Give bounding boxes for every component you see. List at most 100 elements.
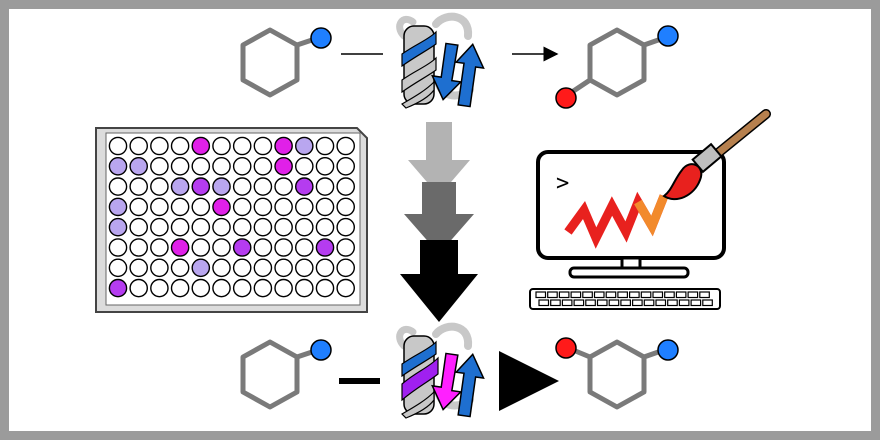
plate-well bbox=[108, 278, 128, 298]
plate-well bbox=[212, 217, 231, 237]
keyboard-key bbox=[628, 291, 640, 299]
keyboard-key bbox=[620, 299, 632, 307]
plate-well bbox=[274, 258, 293, 278]
keyboard-key bbox=[675, 291, 687, 299]
plate-well bbox=[315, 156, 335, 176]
keyboard-key bbox=[573, 299, 585, 307]
plate-well bbox=[191, 156, 211, 176]
plate-well bbox=[253, 238, 273, 257]
plate-well bbox=[150, 258, 169, 278]
product-para-icon bbox=[555, 25, 679, 109]
plate-well bbox=[253, 258, 273, 278]
keyboard-key bbox=[678, 299, 690, 307]
plate-well bbox=[232, 258, 252, 278]
plate-well bbox=[191, 258, 211, 278]
plate-well bbox=[191, 217, 211, 237]
keyboard-keys bbox=[535, 291, 713, 307]
substituent-blue-dot bbox=[310, 339, 332, 361]
keyboard-key bbox=[605, 291, 617, 299]
plate-well bbox=[232, 197, 252, 217]
keyboard-key bbox=[550, 299, 561, 307]
plate-well bbox=[191, 136, 211, 156]
plate-well bbox=[253, 197, 273, 217]
plate-well bbox=[253, 217, 273, 237]
plate-well bbox=[108, 197, 128, 217]
keyboard-key bbox=[702, 299, 713, 307]
plate-well bbox=[108, 156, 128, 176]
plate-well bbox=[108, 217, 128, 237]
plate-well bbox=[150, 278, 169, 298]
terminal-prompt: > bbox=[556, 171, 569, 196]
plate-well bbox=[212, 177, 231, 196]
plate-well bbox=[274, 136, 293, 156]
plate-well bbox=[253, 156, 273, 176]
plate-well bbox=[336, 217, 356, 237]
plate-well bbox=[253, 278, 273, 298]
keyboard-key bbox=[652, 291, 664, 299]
substituent-red-dot bbox=[555, 87, 577, 109]
well-grid bbox=[108, 136, 356, 298]
substrate-top-icon bbox=[240, 27, 332, 98]
plate-well bbox=[129, 177, 148, 196]
plate-well bbox=[294, 197, 314, 217]
keyboard-key bbox=[547, 291, 558, 299]
keyboard-key bbox=[608, 299, 620, 307]
plate-well bbox=[232, 177, 252, 196]
keyboard-key bbox=[535, 291, 547, 299]
plate-well bbox=[191, 197, 211, 217]
plate-well bbox=[315, 197, 335, 217]
plate-well bbox=[212, 258, 231, 278]
plate-well bbox=[253, 136, 273, 156]
plate-well bbox=[170, 217, 190, 237]
plate-well bbox=[336, 258, 356, 278]
plate-well bbox=[108, 136, 128, 156]
plate-well bbox=[315, 278, 335, 298]
product-meta-icon bbox=[555, 337, 679, 410]
substituent-blue-dot bbox=[657, 339, 679, 361]
keyboard-key bbox=[690, 299, 702, 307]
plate-well bbox=[170, 136, 190, 156]
plate-well bbox=[253, 177, 273, 196]
plate-well bbox=[170, 258, 190, 278]
plate-well bbox=[129, 258, 148, 278]
keyboard-key bbox=[596, 299, 608, 307]
well-plate-screen-icon bbox=[95, 127, 368, 313]
plate-well bbox=[170, 278, 190, 298]
plate-well bbox=[315, 136, 335, 156]
plate-well bbox=[274, 177, 293, 196]
keyboard-key bbox=[570, 291, 582, 299]
plate-well bbox=[336, 156, 356, 176]
plate-well bbox=[274, 238, 293, 257]
substituent-blue-dot bbox=[310, 27, 332, 49]
plate-well bbox=[129, 238, 148, 257]
plate-well bbox=[129, 136, 148, 156]
keyboard-key bbox=[667, 299, 678, 307]
substituent-blue-dot bbox=[657, 25, 679, 47]
plate-well bbox=[150, 217, 169, 237]
plate-well bbox=[212, 238, 231, 257]
plate-well bbox=[212, 278, 231, 298]
plate-well bbox=[191, 177, 211, 196]
plate-well bbox=[274, 197, 293, 217]
keyboard-key bbox=[640, 291, 652, 299]
enzyme-wildtype-icon bbox=[396, 12, 485, 109]
plate-well bbox=[294, 136, 314, 156]
arrow-dark bbox=[400, 240, 478, 322]
plate-well bbox=[336, 177, 356, 196]
plate-well bbox=[212, 197, 231, 217]
plate-well bbox=[336, 238, 356, 257]
paintbrush-icon bbox=[662, 109, 771, 201]
plate-well bbox=[129, 217, 148, 237]
plate-well bbox=[150, 197, 169, 217]
plate-well bbox=[150, 177, 169, 196]
plate-well bbox=[294, 177, 314, 196]
plate-well bbox=[274, 278, 293, 298]
plate-well bbox=[315, 258, 335, 278]
plate-well bbox=[150, 238, 169, 257]
keyboard-key bbox=[664, 291, 675, 299]
plate-well bbox=[274, 156, 293, 176]
substrate-bottom-icon bbox=[240, 339, 332, 410]
plate-well bbox=[315, 238, 335, 257]
plate-well bbox=[129, 278, 148, 298]
